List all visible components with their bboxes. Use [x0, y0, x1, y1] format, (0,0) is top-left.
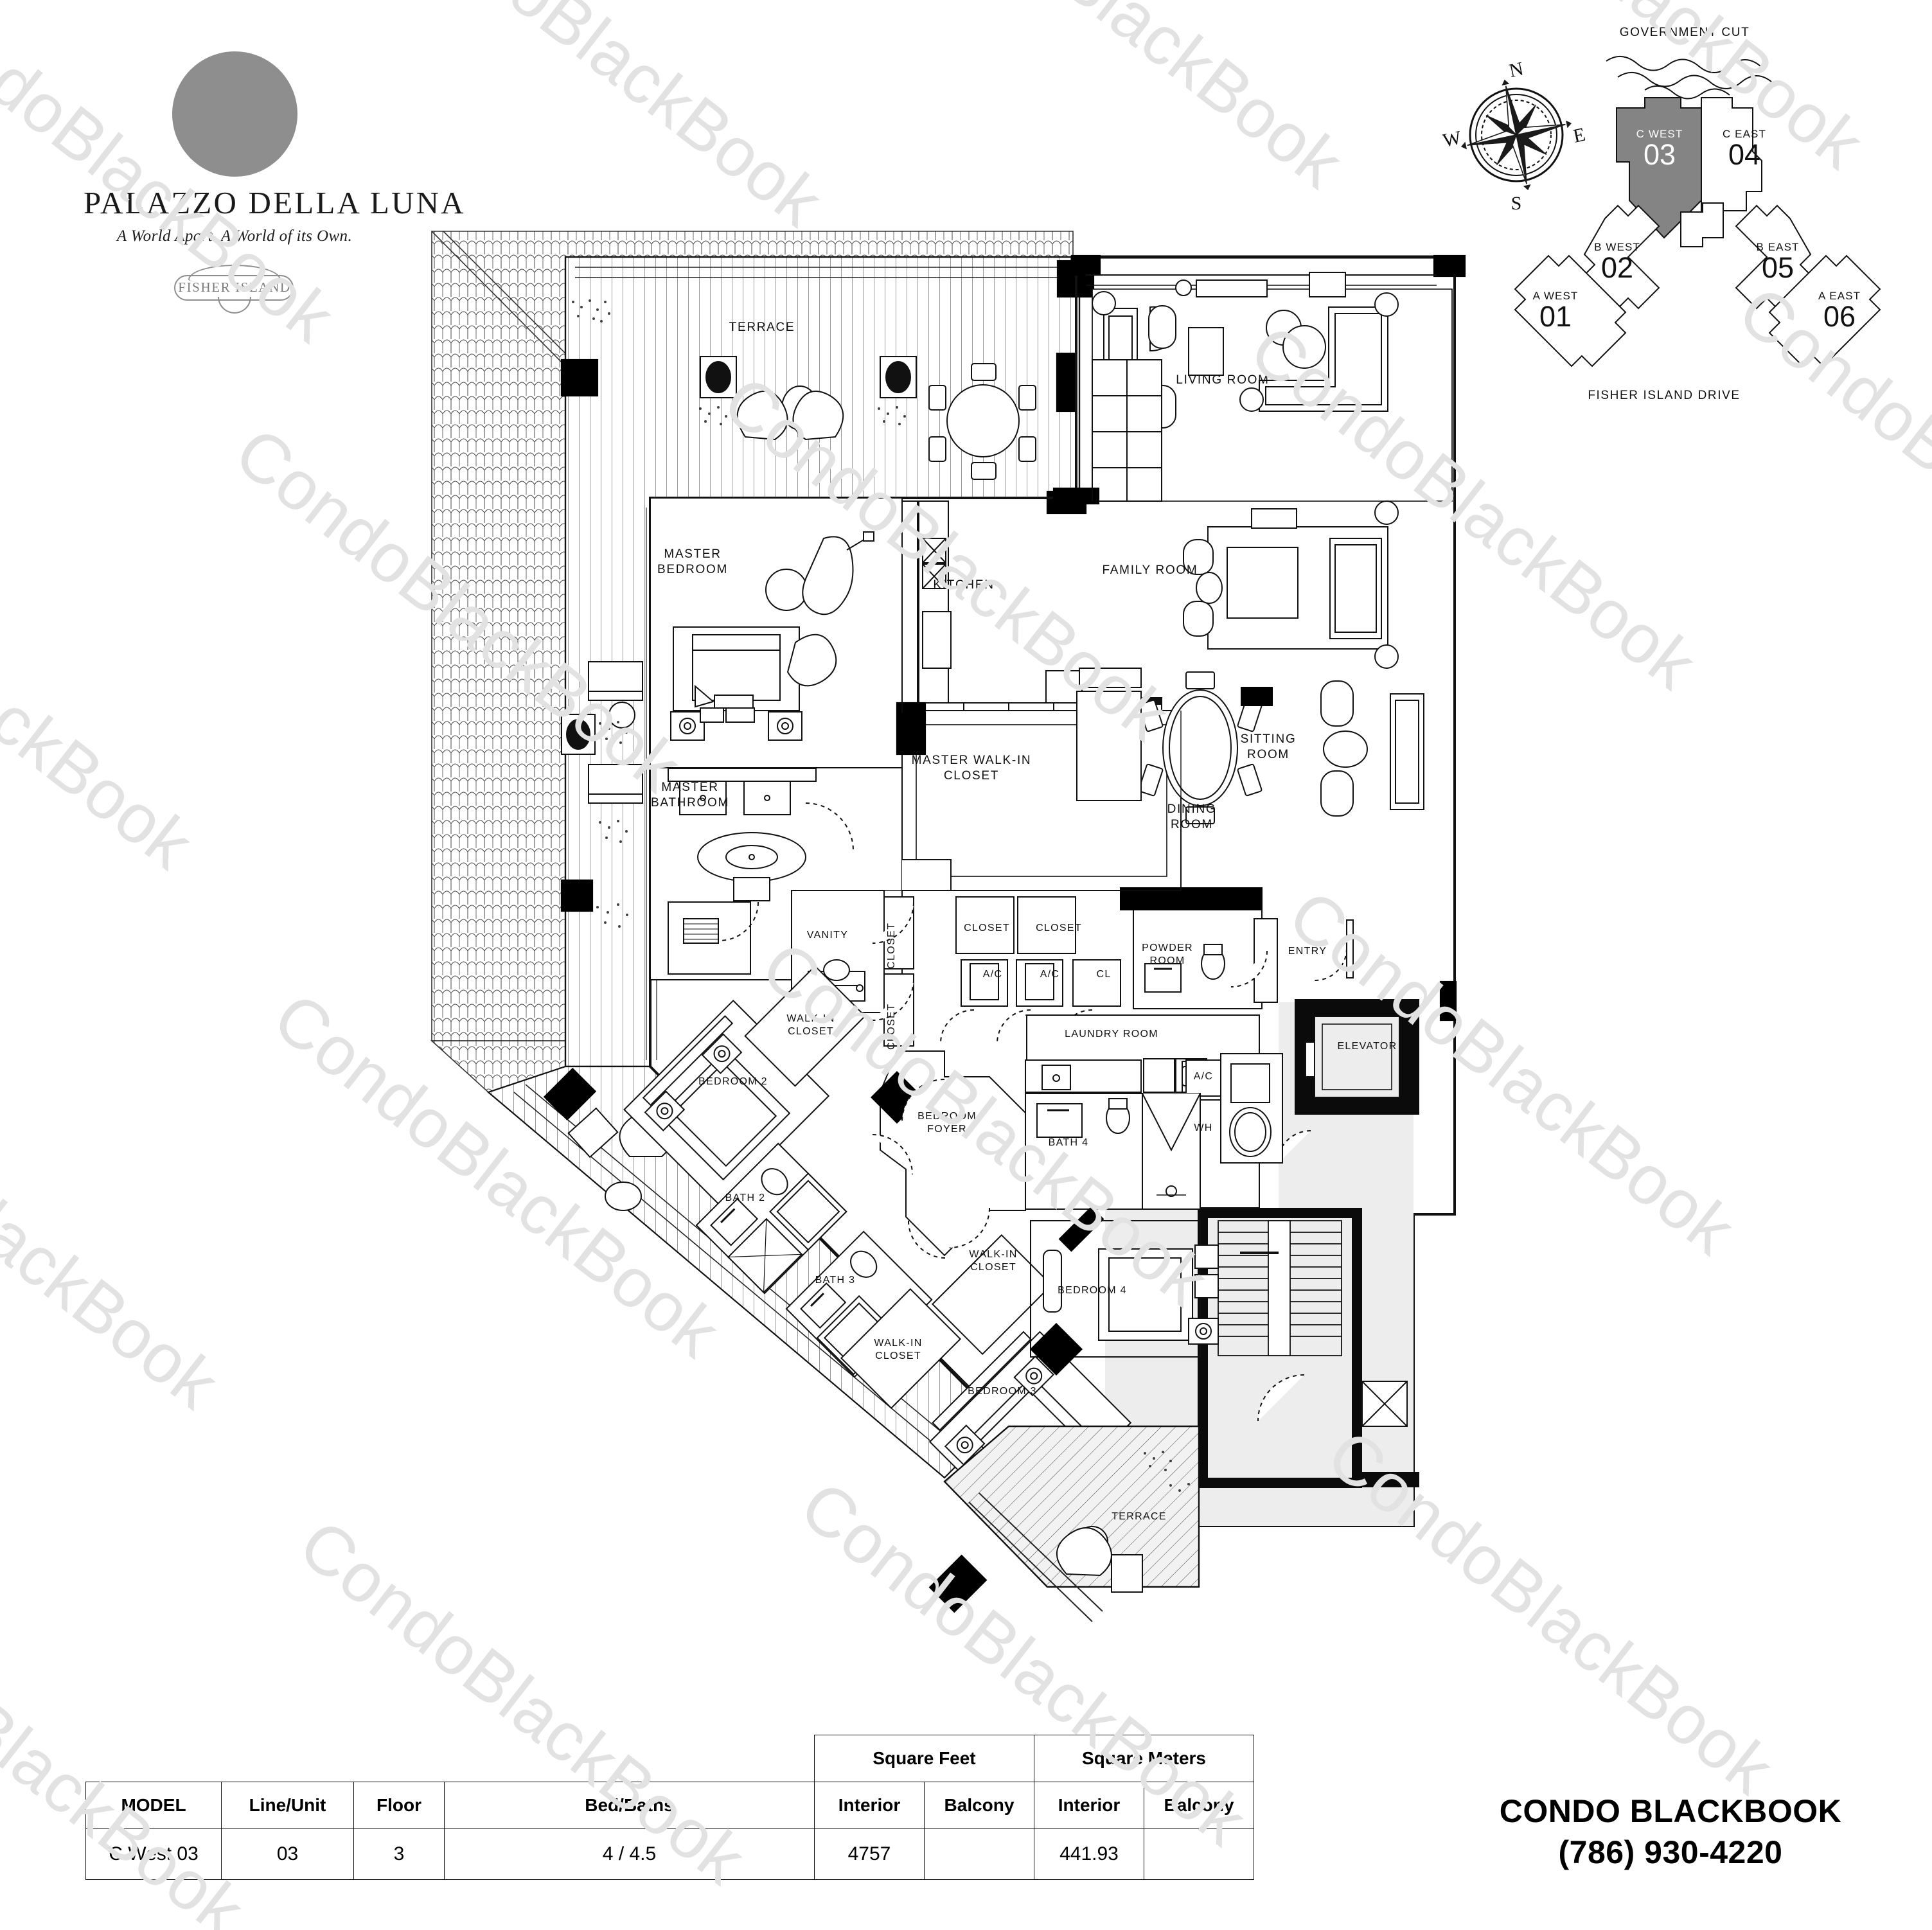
- project-tagline: A World Apart. A World of its Own.: [116, 227, 353, 245]
- cell-model: C West 03: [85, 1828, 222, 1880]
- fisher-island-drive-label: FISHER ISLAND DRIVE: [1588, 389, 1741, 402]
- spec-table: Square Feet Square Meters MODEL Line/Uni…: [85, 1735, 1254, 1880]
- compass-e: E: [1572, 124, 1588, 147]
- compass-n: N: [1507, 58, 1525, 82]
- company-name-light: CONDO: [1499, 1793, 1621, 1829]
- keyplan-unit-b-east: [1735, 204, 1812, 310]
- company-name: CONDO BLACKBOOK: [1446, 1793, 1895, 1830]
- fisher-island-label: FISHER ISLAND: [178, 279, 291, 295]
- company-name-bold: BLACKBOOK: [1629, 1793, 1842, 1829]
- cell-bed-baths: 4 / 4.5: [444, 1828, 815, 1880]
- fisher-island-badge-icon: FISHER ISLAND: [170, 260, 299, 314]
- keyplan-unit-a-east: [1768, 254, 1881, 367]
- table-column-header-row: MODEL Line/Unit Floor Bed/Baths Interior…: [85, 1782, 1254, 1829]
- group-header-square-meters: Square Meters: [1034, 1735, 1254, 1782]
- page-title: PALAZZO DELLA LUNA: [84, 185, 466, 220]
- col-bed-baths: Bed/Baths: [444, 1782, 815, 1829]
- cell-sqm-interior: 441.93: [1034, 1828, 1144, 1880]
- keyplan-core: [1680, 202, 1724, 247]
- compass-s: S: [1511, 193, 1522, 214]
- government-cut-label: GOVERNMENT CUT: [1619, 26, 1750, 39]
- col-sqm-balcony: Balcony: [1144, 1782, 1254, 1829]
- col-sqft-interior: Interior: [814, 1782, 925, 1829]
- col-sqm-interior: Interior: [1034, 1782, 1144, 1829]
- cell-sqm-balcony: [1144, 1828, 1254, 1880]
- specification-table: Square Feet Square Meters MODEL Line/Uni…: [85, 1735, 1254, 1880]
- col-model: MODEL: [85, 1782, 222, 1829]
- col-line-unit: Line/Unit: [221, 1782, 354, 1829]
- cell-sqft-interior: 4757: [814, 1828, 925, 1880]
- keyplan-unit-b-west: [1583, 204, 1660, 310]
- cell-sqft-balcony: [924, 1828, 1034, 1880]
- compass-w: W: [1441, 127, 1464, 151]
- table-row: C West 03 03 3 4 / 4.5 4757 441.93: [85, 1828, 1254, 1880]
- key-plan-svg: N E S W: [1441, 56, 1881, 367]
- table-group-header-row: Square Feet Square Meters: [86, 1735, 1254, 1782]
- keyplan-unit-c-east: [1701, 97, 1762, 211]
- floorplan-svg: [430, 231, 1466, 1622]
- floorplan-drawing: [430, 231, 1466, 1622]
- keyplan-unit-a-west: [1514, 254, 1627, 367]
- moon-circle-icon: [172, 51, 297, 177]
- group-header-square-feet: Square Feet: [814, 1735, 1034, 1782]
- key-plan: GOVERNMENT CUT FISHER ISLAND DRIVE: [1433, 26, 1895, 411]
- col-sqft-balcony: Balcony: [924, 1782, 1034, 1829]
- company-branding: CONDO BLACKBOOK (786) 930-4220: [1446, 1793, 1895, 1871]
- compass-rose-icon: N E S W: [1441, 58, 1588, 214]
- col-floor: Floor: [353, 1782, 445, 1829]
- cell-floor: 3: [353, 1828, 445, 1880]
- company-phone: (786) 930-4220: [1558, 1834, 1783, 1870]
- cell-line-unit: 03: [221, 1828, 354, 1880]
- project-logo-block: PALAZZO DELLA LUNA A World Apart. A Worl…: [84, 51, 466, 314]
